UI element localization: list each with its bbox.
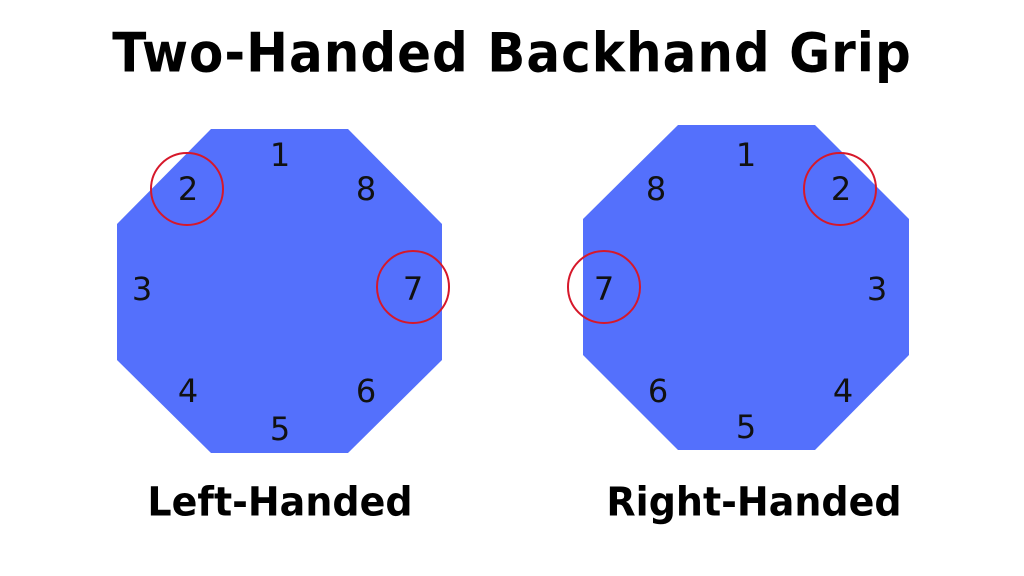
right-bevel-6: 6 [648, 372, 668, 410]
right-bevel-8: 8 [646, 170, 666, 208]
left-handed-caption: Left-Handed [147, 478, 413, 526]
left-highlight-circle-bevel-2 [150, 152, 224, 226]
left-highlight-circle-bevel-7 [376, 250, 450, 324]
right-bevel-3: 3 [867, 270, 887, 308]
page-title: Two-Handed Backhand Grip [112, 21, 912, 85]
right-handed-caption: Right-Handed [606, 478, 902, 526]
left-bevel-5: 5 [270, 410, 290, 448]
right-bevel-1: 1 [736, 136, 756, 174]
left-bevel-3: 3 [132, 270, 152, 308]
left-bevel-4: 4 [178, 372, 198, 410]
right-bevel-5: 5 [736, 408, 756, 446]
right-highlight-circle-bevel-7 [567, 250, 641, 324]
left-bevel-2: 2 [178, 170, 198, 208]
right-bevel-4: 4 [833, 372, 853, 410]
right-octagon-shape [583, 125, 909, 450]
right-bevel-2: 2 [831, 170, 851, 208]
right-highlight-circle-bevel-2 [803, 152, 877, 226]
left-bevel-8: 8 [356, 170, 376, 208]
left-handed-octagon: 1 2 8 3 7 4 6 5 [117, 129, 450, 453]
right-handed-octagon: 1 8 2 7 3 6 4 5 [567, 125, 909, 450]
left-bevel-1: 1 [270, 136, 290, 174]
left-bevel-7: 7 [403, 270, 423, 308]
right-bevel-7: 7 [594, 270, 614, 308]
left-bevel-6: 6 [356, 372, 376, 410]
left-octagon-shape [117, 129, 442, 453]
